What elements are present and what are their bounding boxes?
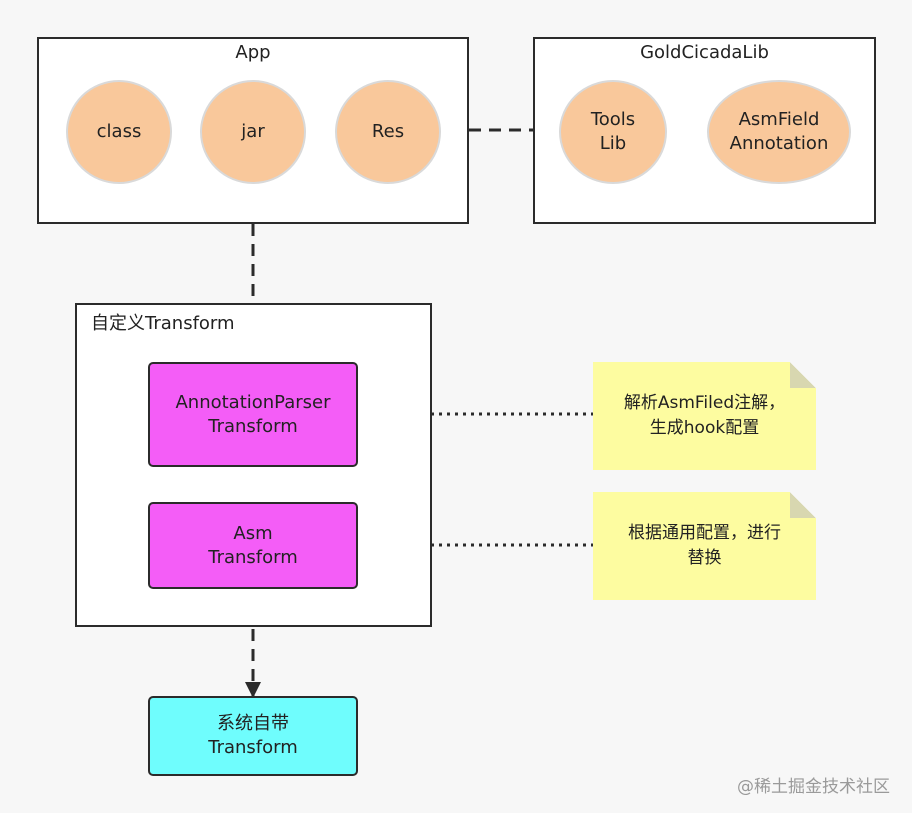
note-fold-icon [790,492,816,518]
parse-annotation-note: 解析AsmFiled注解， 生成hook配置 [593,362,816,470]
res-node: Res [335,80,441,184]
replace-note-text: 根据通用配置，进行 替换 [628,523,781,568]
replace-config-note: 根据通用配置，进行 替换 [593,492,816,600]
asmfield-annotation-node: AsmField Annotation [707,80,851,184]
tools-lib-node: Tools Lib [559,80,667,184]
system-transform: 系统自带 Transform [148,696,358,776]
watermark: @稀土掘金技术社区 [737,777,890,797]
parse-note-text: 解析AsmFiled注解， 生成hook配置 [623,393,786,438]
class-node: class [66,80,172,184]
app-group-title: App [235,42,271,63]
jar-node: jar [200,80,306,184]
asm-transform: Asm Transform [148,502,358,589]
note-fold-icon [790,362,816,388]
annotation-parser-transform: AnnotationParser Transform [148,362,358,467]
custom-transform-title: 自定义Transform [91,313,235,334]
lib-group-title: GoldCicadaLib [640,42,769,63]
